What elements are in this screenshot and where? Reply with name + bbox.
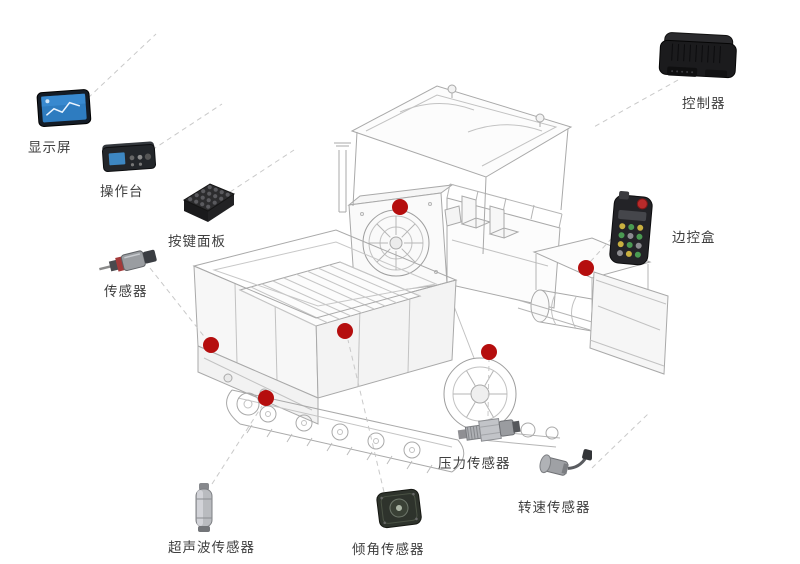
component-label: 显示屏	[28, 140, 72, 155]
component-speed-sensor: 转速传感器	[518, 440, 594, 515]
controller-icon	[658, 32, 737, 79]
engine-housing	[347, 184, 454, 297]
component-label: 倾角传感器	[352, 542, 425, 557]
sensor-icon	[99, 249, 157, 272]
sensor-marker-1[interactable]	[392, 199, 408, 215]
tilt-sensor-icon	[376, 488, 422, 529]
component-tilt-sensor: 倾角传感器	[352, 486, 426, 557]
component-keypad: 按键面板	[168, 178, 236, 249]
component-pressure-sensor: 压力传感器	[438, 412, 522, 471]
component-label: 转速传感器	[518, 500, 591, 515]
sensor-marker-5[interactable]	[481, 344, 497, 360]
sensor-marker-2[interactable]	[578, 260, 594, 276]
component-side-control: 边控盒	[604, 190, 715, 275]
component-display: 显示屏	[28, 88, 94, 155]
component-label: 边控盒	[672, 230, 716, 245]
component-label: 按键面板	[168, 234, 226, 249]
connector-dashed-lines	[87, 33, 679, 493]
keypad-icon	[182, 183, 236, 222]
component-label: 操作台	[100, 184, 144, 199]
component-label: 控制器	[682, 96, 726, 111]
remote-control-icon	[609, 191, 653, 266]
canopy-roof	[334, 84, 573, 255]
component-label: 压力传感器	[438, 456, 511, 471]
screed-unit	[517, 237, 669, 375]
hopper	[192, 229, 458, 425]
component-label: 超声波传感器	[168, 540, 255, 555]
operator-platform	[444, 183, 563, 359]
component-sensor: 传感器	[96, 244, 160, 299]
sensor-marker-6[interactable]	[258, 390, 274, 406]
speed-sensor-icon	[539, 449, 594, 476]
sensor-markers	[203, 199, 594, 406]
display-screen-icon	[36, 89, 92, 128]
component-controller: 控制器	[654, 28, 742, 111]
sensor-marker-4[interactable]	[203, 337, 219, 353]
console-icon	[101, 141, 157, 173]
component-label: 传感器	[104, 284, 148, 299]
sensor-marker-3[interactable]	[337, 323, 353, 339]
crawler-track	[226, 357, 561, 474]
component-ultrasonic-sensor: 超声波传感器	[168, 482, 254, 555]
ultrasonic-sensor-icon	[195, 483, 213, 532]
pressure-sensor-icon	[457, 418, 521, 442]
component-console: 操作台	[100, 140, 157, 199]
